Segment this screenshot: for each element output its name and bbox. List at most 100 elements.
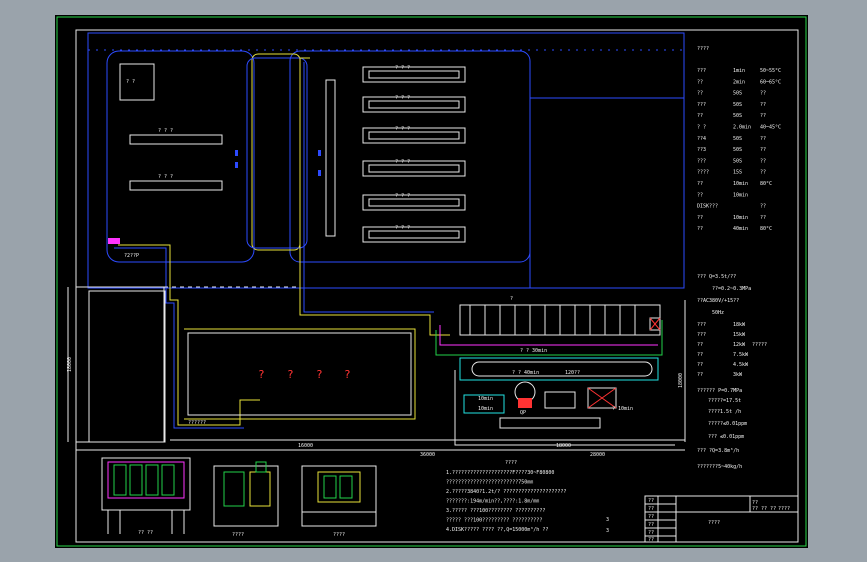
- svg-text:??: ??: [648, 530, 654, 536]
- svg-text:? ? 30min: ? ? 30min: [520, 348, 547, 354]
- svg-text:??? Q=3.5t/??: ??? Q=3.5t/??: [697, 274, 736, 280]
- note-line: ???????:194m/min??,????:1.8m/mm: [446, 499, 539, 505]
- spec-row-temp: ??: [760, 158, 766, 164]
- svg-text:?: ?: [510, 296, 513, 302]
- note-line: 2.?????3840?1.2t/? ?????????????????????: [446, 489, 566, 495]
- svg-text:16000: 16000: [298, 443, 313, 449]
- svg-text:?: ?: [287, 368, 294, 381]
- power-row-name: ??: [697, 362, 703, 368]
- drawing-sheet: [55, 15, 808, 548]
- power-row-value: 15kW: [733, 332, 746, 338]
- svg-text:??? ≤0.01ppm: ??? ≤0.01ppm: [708, 434, 744, 440]
- power-row-value: 3kW: [733, 372, 743, 378]
- spec-row-name: DISK???: [697, 204, 718, 210]
- svg-text:????: ????: [333, 532, 345, 538]
- svg-text:?????? P=0.7MPa: ?????? P=0.7MPa: [697, 388, 742, 394]
- svg-text:?????≤0.01ppm: ?????≤0.01ppm: [708, 421, 747, 427]
- spec-row-time: 50S: [733, 158, 742, 164]
- spec-row-time: 50S: [733, 113, 742, 119]
- svg-text:18000: 18000: [556, 443, 571, 449]
- svg-text:3: 3: [606, 517, 609, 523]
- svg-text:????: ????: [697, 46, 709, 52]
- spec-row-temp: 40~45°C: [760, 125, 781, 131]
- svg-text:18000: 18000: [678, 373, 684, 388]
- spec-row-name: ??4: [697, 136, 706, 142]
- svg-text:? ? 40min: ? ? 40min: [512, 370, 539, 376]
- svg-text:??????: ??????: [188, 420, 206, 426]
- power-row-name: ???: [697, 332, 706, 338]
- inner-frame: [75, 29, 799, 543]
- svg-text:??: ??: [648, 498, 654, 504]
- svg-text:? ? ?: ? ? ?: [395, 95, 410, 101]
- svg-text:?2??P: ?2??P: [124, 253, 139, 259]
- utilities: ??? Q=3.5t/?? ??=0.2~0.3MPa ??AC380V/+15…: [697, 274, 767, 470]
- spec-row-name: ??: [697, 91, 703, 97]
- note-line: ????? ???100????????? ??????????: [446, 518, 542, 524]
- spec-row-time: 50S: [733, 102, 742, 108]
- svg-text:50Hz: 50Hz: [712, 310, 724, 316]
- power-row-name: ??: [697, 352, 703, 358]
- svg-text:? 10min: ? 10min: [612, 406, 633, 412]
- spec-row-name: ????: [697, 170, 709, 176]
- spec-row-name: ??: [697, 192, 703, 198]
- spec-row-temp: ??: [760, 113, 766, 119]
- svg-text:28000: 28000: [590, 452, 605, 458]
- spec-row-time: 50S: [733, 91, 742, 97]
- svg-text:?? ??: ?? ??: [138, 530, 153, 536]
- svg-text:???????5~40kg/h: ???????5~40kg/h: [697, 464, 742, 470]
- spec-row-time: 2min: [733, 79, 745, 85]
- spec-row-time: 50S: [733, 136, 742, 142]
- svg-text:? ? ?: ? ? ?: [395, 225, 410, 231]
- svg-text:????: ????: [232, 532, 244, 538]
- svg-text:????1.5t /h: ????1.5t /h: [708, 409, 741, 415]
- factory-plan: ? ? ? ? ? ? ? ? ? ? ? ? ? ? ? ? ? ? ? ? …: [75, 32, 685, 446]
- spec-row-name: ??: [697, 113, 703, 119]
- spec-row-temp: 50~55°C: [760, 68, 781, 74]
- note-line: 4.DISK????? ???? ??,Q=15000m³/h ??: [446, 527, 548, 533]
- svg-text:??: ??: [648, 537, 654, 543]
- spec-row-name: ???: [697, 158, 706, 164]
- note-line: 1.????????????????????F????30~F80800: [446, 470, 554, 476]
- svg-text:10min: 10min: [478, 396, 493, 402]
- spec-row-temp: 80°C: [760, 181, 772, 187]
- note-line: ????????????????????????750mm: [446, 480, 533, 486]
- spec-row-name: ??3: [697, 147, 706, 153]
- spec-row-temp: ??: [760, 170, 766, 176]
- spec-row-temp: ??: [760, 215, 766, 221]
- power-row-name: ??: [697, 372, 703, 378]
- svg-text:??=0.2~0.3MPa: ??=0.2~0.3MPa: [712, 286, 751, 292]
- svg-text:?: ?: [258, 368, 265, 381]
- spec-row-name: ? ?: [697, 125, 706, 131]
- svg-text:?????=17.5t: ?????=17.5t: [708, 398, 741, 404]
- spec-row-temp: ??: [760, 147, 766, 153]
- svg-text:??? ?Q=3.8m³/h: ??? ?Q=3.8m³/h: [697, 448, 739, 454]
- svg-text:3: 3: [606, 528, 609, 534]
- svg-text:????: ????: [505, 460, 517, 466]
- dimensions: 18000 18000 16000 18000 36000 28000: [67, 287, 686, 458]
- spec-row-temp: ??: [760, 102, 766, 108]
- power-row-value: 7.5kW: [733, 352, 749, 358]
- spec-row-name: ??: [697, 226, 703, 232]
- spec-row-time: 10min: [733, 215, 748, 221]
- svg-text:? ? ?: ? ? ?: [395, 65, 410, 71]
- spec-row-name: ??: [697, 79, 703, 85]
- spec-row-temp: ??: [760, 136, 766, 142]
- note-line: 3.????? ???100???????? ??????????: [446, 508, 545, 514]
- spec-row-temp: 60~65°C: [760, 79, 781, 85]
- spec-row-time: 50S: [733, 147, 742, 153]
- power-row-value: 12kW: [733, 342, 746, 348]
- spec-row-name: ???: [697, 102, 706, 108]
- svg-text:? ? ?: ? ? ?: [395, 159, 410, 165]
- svg-text:? ? ?: ? ? ?: [395, 193, 410, 199]
- svg-text:36000: 36000: [420, 452, 435, 458]
- spec-row-time: 15S: [733, 170, 742, 176]
- svg-text:? ? ?: ? ? ?: [158, 174, 173, 180]
- svg-text:??: ??: [648, 522, 654, 528]
- title-block: ?? ?? ?? ?? ?? ?? ?? ?? ?? ?? ???? ????: [644, 495, 799, 543]
- svg-text:? ? ?: ? ? ?: [395, 126, 410, 132]
- svg-text:QP: QP: [520, 410, 526, 416]
- spec-row-time: 1min: [733, 68, 745, 74]
- svg-text:?: ?: [344, 368, 351, 381]
